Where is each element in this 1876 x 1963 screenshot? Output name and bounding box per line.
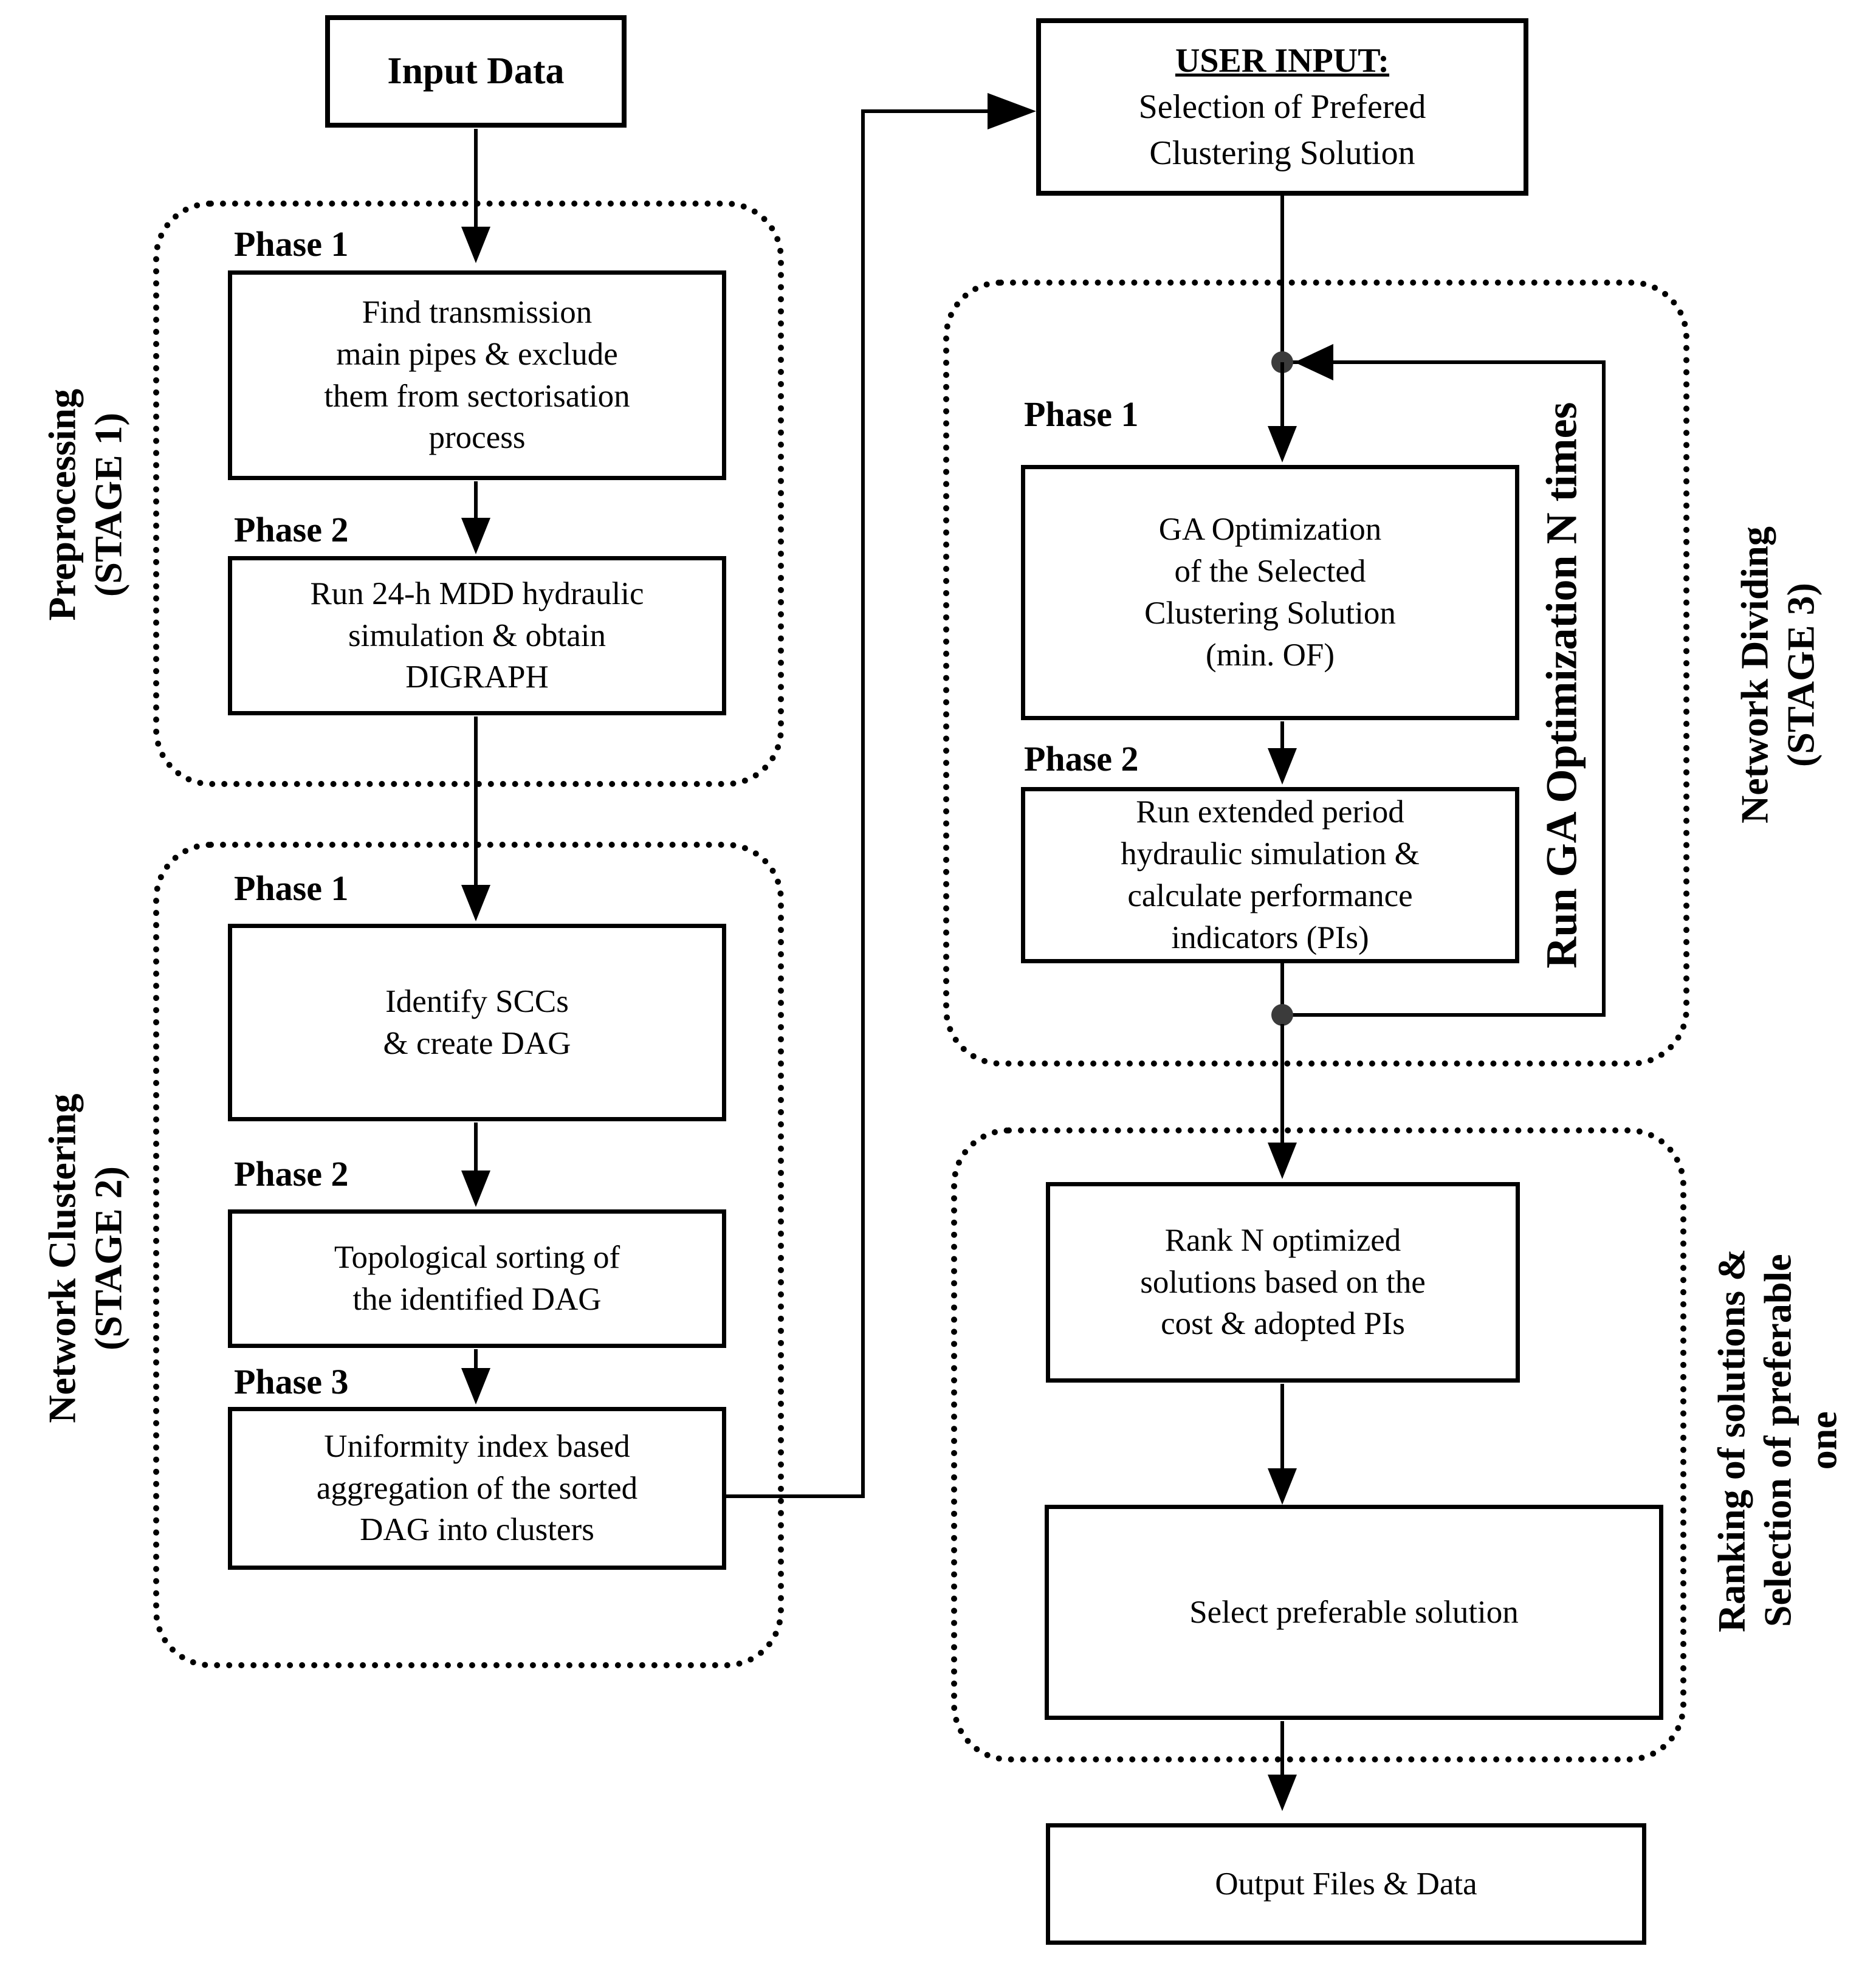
flow-line — [1280, 1721, 1284, 1777]
box-line: DIGRAPH — [405, 659, 549, 695]
select-solution-box: Select preferable solution — [1045, 1505, 1663, 1720]
stage1-phase2-label: Phase 2 — [234, 510, 349, 549]
flow-line — [1280, 963, 1284, 1024]
box-line: cost & adopted PIs — [1161, 1306, 1405, 1342]
stage2-phase1-box: Identify SCCs & create DAG — [228, 924, 726, 1121]
stage3-loop-label: Run GA Optimization N times — [1537, 402, 1586, 969]
box-line: simulation & obtain — [348, 617, 606, 653]
input-data-box: Input Data — [325, 15, 627, 128]
stage2-phase3-box: Uniformity index based aggregation of th… — [228, 1407, 726, 1570]
box-line: Run 24-h MDD hydraulic — [310, 576, 644, 611]
side-label-line: one — [1801, 1411, 1845, 1470]
box-line: indicators (PIs) — [1171, 920, 1369, 955]
box-line: main pipes & exclude — [336, 336, 618, 372]
flow-line — [1280, 1384, 1284, 1470]
box-line: Clustering Solution — [1149, 134, 1415, 173]
box-line: of the Selected — [1174, 554, 1366, 590]
flow-line — [1280, 1024, 1284, 1144]
box-line: & create DAG — [383, 1025, 571, 1061]
box-line: Selection of Prefered — [1138, 88, 1426, 126]
arrowhead-down-icon — [461, 518, 490, 554]
loop-line — [1282, 360, 1606, 364]
user-input-title: USER INPUT: — [1175, 41, 1390, 80]
box-line: Find transmission — [362, 294, 593, 330]
rank-solutions-box: Rank N optimized solutions based on the … — [1046, 1182, 1520, 1383]
stage2-phase2-box: Topological sorting of the identified DA… — [228, 1209, 726, 1348]
box-line: Run extended period — [1136, 794, 1404, 830]
box-line: process — [428, 420, 526, 456]
stage3-side-label: Network Dividing (STAGE 3) — [1731, 402, 1823, 949]
arrowhead-down-icon — [1268, 426, 1297, 462]
box-line: DAG into clusters — [360, 1512, 594, 1548]
junction-dot — [1271, 1004, 1293, 1026]
box-line: GA Optimization — [1158, 512, 1382, 548]
arrowhead-down-icon — [1268, 1775, 1297, 1811]
stage3-phase2-box: Run extended period hydraulic simulation… — [1021, 787, 1519, 963]
loop-line — [1602, 360, 1606, 1017]
flow-line — [474, 129, 478, 229]
loop-line — [1282, 1013, 1606, 1017]
stage1-phase2-box: Run 24-h MDD hydraulic simulation & obta… — [228, 556, 726, 715]
arrowhead-left-icon — [1294, 344, 1333, 380]
box-line: Output Files & Data — [1215, 1866, 1477, 1902]
arrowhead-down-icon — [461, 1368, 490, 1404]
arrowhead-down-icon — [1268, 748, 1297, 785]
box-line: Select preferable solution — [1189, 1594, 1519, 1630]
box-line: Uniformity index based — [324, 1428, 630, 1464]
stage2-phase1-label: Phase 1 — [234, 868, 349, 908]
stage3-phase1-box: GA Optimization of the Selected Clusteri… — [1021, 465, 1519, 720]
input-data-label: Input Data — [387, 50, 565, 92]
flow-line — [474, 1122, 478, 1172]
side-label-line: (STAGE 1) — [86, 413, 129, 597]
box-line: Topological sorting of — [334, 1240, 620, 1276]
arrowhead-down-icon — [1268, 1468, 1297, 1505]
stage1-phase1-label: Phase 1 — [234, 224, 349, 264]
flow-line — [1280, 362, 1284, 428]
stage3-container — [943, 280, 1689, 1067]
flow-line — [1280, 196, 1284, 362]
connector-line — [724, 1494, 865, 1498]
flow-line — [474, 481, 478, 519]
box-line: Rank N optimized — [1164, 1222, 1401, 1258]
user-input-box: USER INPUT: Selection of Prefered Cluste… — [1036, 18, 1528, 196]
stage1-side-label: Preprocessing (STAGE 1) — [39, 232, 131, 779]
stage2-container — [153, 842, 784, 1668]
box-line: (min. OF) — [1206, 637, 1335, 673]
box-line: Identify SCCs — [385, 983, 569, 1019]
side-label-line: (STAGE 3) — [1779, 583, 1822, 767]
arrowhead-down-icon — [461, 885, 490, 921]
stage3-phase2-label: Phase 2 — [1024, 739, 1139, 779]
stage2-phase2-label: Phase 2 — [234, 1154, 349, 1194]
side-label-line: Selection of preferable — [1756, 1254, 1799, 1628]
arrowhead-down-icon — [461, 227, 490, 263]
box-line: solutions based on the — [1140, 1264, 1426, 1300]
box-line: aggregation of the sorted — [316, 1470, 638, 1506]
flow-line — [474, 717, 478, 887]
output-files-box: Output Files & Data — [1046, 1823, 1646, 1945]
box-line: calculate performance — [1127, 878, 1413, 913]
stage4-side-label: Ranking of solutions & Selection of pref… — [1709, 1136, 1847, 1744]
side-label-line: Preprocessing — [40, 388, 84, 621]
box-line: Clustering Solution — [1144, 596, 1396, 631]
stage4-container — [951, 1127, 1686, 1762]
connector-line — [861, 109, 1009, 113]
arrowhead-down-icon — [461, 1171, 490, 1207]
box-line: hydraulic simulation & — [1121, 836, 1420, 872]
side-label-line: Network Dividing — [1733, 526, 1776, 823]
side-label-line: Ranking of solutions & — [1709, 1248, 1753, 1632]
box-line: them from sectorisation — [324, 378, 630, 414]
arrowhead-right-icon — [988, 93, 1036, 129]
side-label-line: (STAGE 2) — [86, 1166, 129, 1350]
connector-line — [861, 109, 865, 1498]
arrowhead-down-icon — [1268, 1143, 1297, 1179]
stage1-container — [153, 201, 784, 787]
flow-line — [1280, 721, 1284, 749]
stage1-phase1-box: Find transmission main pipes & exclude t… — [228, 270, 726, 480]
side-label-line: Network Clustering — [40, 1093, 84, 1423]
stage3-phase1-label: Phase 1 — [1024, 394, 1139, 434]
stage2-phase3-label: Phase 3 — [234, 1362, 349, 1401]
stage2-side-label: Network Clustering (STAGE 2) — [39, 985, 131, 1532]
box-line: the identified DAG — [352, 1282, 602, 1317]
flow-line — [474, 1349, 478, 1370]
